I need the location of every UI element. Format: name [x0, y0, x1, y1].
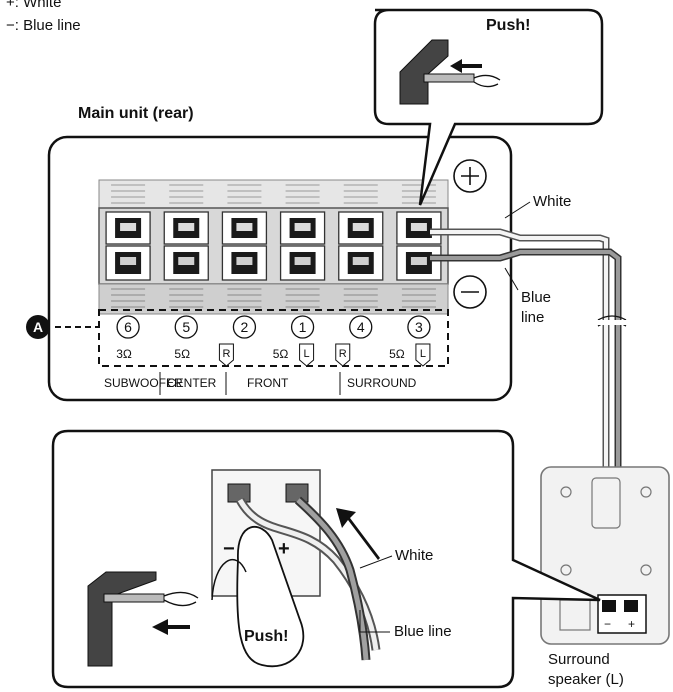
- minus-clip-slot: [236, 257, 253, 265]
- group-subwoofer: SUBWOOFER: [104, 376, 183, 390]
- group-front: FRONT: [247, 376, 289, 390]
- surround-speaker: − +: [540, 466, 670, 645]
- svg-text:+: +: [628, 617, 635, 631]
- top-push-label: Push!: [486, 17, 530, 34]
- terminal-number: 2: [241, 319, 249, 335]
- callout-minus: −: [223, 538, 235, 560]
- ohm-label: 5Ω: [389, 347, 405, 361]
- side-letter: L: [304, 348, 310, 360]
- terminal-number-circle: [232, 315, 257, 339]
- insert-arrow-icon: [336, 508, 380, 560]
- legend-minus: −: Blue line: [6, 17, 81, 34]
- plus-circle-icon: [453, 159, 487, 193]
- minus-clip-slot: [120, 257, 137, 265]
- terminal-labels: 6 3Ω 5 5Ω 2R 1L 5Ω 4R 3L 5Ω: [116, 315, 431, 367]
- side-tag: [415, 343, 431, 367]
- minus-circle-icon: [453, 275, 487, 309]
- group-center: CENTER: [167, 376, 217, 390]
- terminal-number-circle: [174, 315, 198, 339]
- plus-clip-slot: [352, 223, 369, 231]
- ohm-label: 5Ω: [174, 347, 190, 361]
- svg-text:−: −: [604, 617, 611, 631]
- plus-clip-slot: [120, 223, 137, 231]
- main-unit-title: Main unit (rear): [78, 105, 194, 122]
- legend-plus: +: White: [6, 0, 61, 11]
- terminal-number-circle: [407, 315, 431, 339]
- side-tag: [335, 343, 351, 367]
- terminal-number: 1: [299, 319, 307, 335]
- terminal-clips: [105, 211, 442, 281]
- plus-clip-slot: [294, 223, 311, 231]
- minus-clip-slot: [178, 257, 195, 265]
- bottom-callout: − + White Blue line Push!: [51, 429, 601, 689]
- speaker-label-2: speaker (L): [548, 671, 624, 688]
- blue-wire-label-1: Blue: [521, 289, 551, 306]
- push-arrow-icon: [450, 59, 482, 73]
- ohm-label: 5Ω: [273, 347, 289, 361]
- terminal-number: 6: [124, 319, 132, 335]
- svg-text:A: A: [33, 319, 43, 335]
- bottom-white-label: White: [395, 547, 433, 564]
- side-tag: [299, 343, 315, 367]
- plus-clip-slot: [410, 223, 427, 231]
- terminal-number: 3: [415, 319, 423, 335]
- push-arrow-icon-2: [152, 619, 190, 635]
- terminal-ribs: [111, 184, 436, 308]
- terminal-number-circle: [349, 315, 373, 339]
- bottom-blue-label: Blue line: [394, 623, 452, 640]
- top-callout: Push!: [373, 8, 604, 206]
- plus-clip-slot: [178, 223, 195, 231]
- terminal-label-box: [98, 309, 449, 367]
- side-letter: L: [420, 348, 426, 360]
- minus-clip-slot: [294, 257, 311, 265]
- minus-clip-slot: [352, 257, 369, 265]
- group-surround: SURROUND: [347, 376, 417, 390]
- terminal-block: [98, 179, 449, 315]
- speaker-label-1: Surround: [548, 651, 610, 668]
- ohm-label: 3Ω: [116, 347, 132, 361]
- terminal-number-circle: [116, 315, 140, 339]
- terminal-number-circle: [290, 315, 315, 339]
- bottom-push-label: Push!: [244, 628, 288, 645]
- callout-a-marker: A: [26, 315, 50, 339]
- side-letter: R: [339, 348, 347, 360]
- terminal-number: 4: [357, 319, 365, 335]
- terminal-number: 5: [182, 319, 190, 335]
- minus-clip-slot: [410, 257, 427, 265]
- plus-clip-slot: [236, 223, 253, 231]
- side-letter: R: [222, 348, 230, 360]
- blue-wire-label-2: line: [521, 309, 544, 326]
- callout-plus: +: [278, 538, 290, 560]
- side-tag: [218, 343, 234, 367]
- white-wire-label: White: [533, 193, 571, 210]
